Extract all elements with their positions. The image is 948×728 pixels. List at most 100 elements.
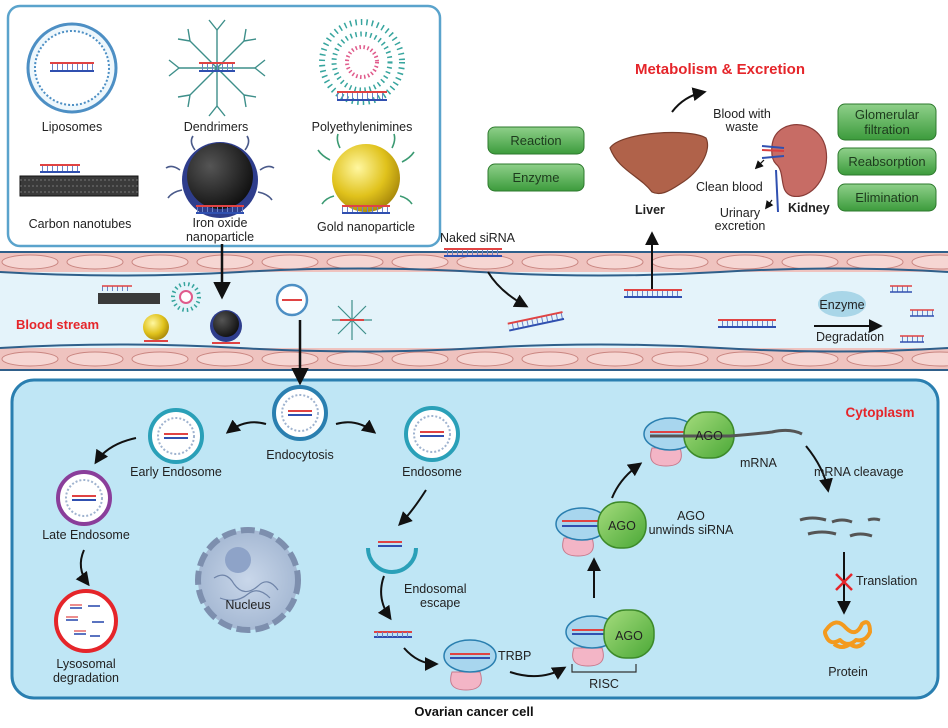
enzyme-blob-icon [818,291,866,317]
gold-in-blood [143,314,169,342]
to-endosome-arrow [335,419,377,434]
sirna-in-blood-1 [507,311,565,332]
to-targeting-arrow [611,462,643,499]
to-early-endosome-arrow [225,419,267,434]
liver-label: Liver [635,203,665,217]
gold-nanoparticle-label: Gold nanoparticle [317,220,415,234]
blood-with-waste-line1: Blood with [713,107,771,121]
carbon-nanotubes-label: Carbon nanotubes [29,217,132,231]
urinary-excretion-line2: excretion [715,219,766,233]
liver-to-kidney-arrow [671,87,707,113]
endocytosis-vesicle [272,385,328,441]
to-trbp-arrow [403,647,439,671]
to-late-endosome-arrow [94,437,137,465]
cleavage-arrow [805,445,833,493]
liposomes-label: Liposomes [42,120,102,134]
endosomal-escape-icon [366,541,418,574]
mrna-fragments-icon [799,516,881,538]
clean-blood-arrow [754,159,765,170]
vessel-wall-top [0,251,948,277]
polyethylenimine-icon [319,19,405,105]
to-lysosome-arrow [75,549,90,587]
late-endosome-icon [56,470,112,526]
escape-line1: Endosomal [404,582,467,596]
ago-unwinds-icon [555,501,647,557]
iron-oxide-label-line1: Iron oxide [193,216,248,230]
dendrimer-in-blood [332,300,372,340]
dendrimer-icon [168,19,266,117]
risc-complex-icon [565,609,655,667]
to-free-sirna-arrow [377,575,392,621]
gold-nanoparticle-icon [317,133,415,214]
elimination-pill: Elimination [837,183,937,212]
dendrimers-label: Dendrimers [184,120,249,134]
vessel-wall-bottom [0,343,948,371]
urinary-excretion-line1: Urinary [720,206,761,220]
carbon-nanotube-icon [19,164,139,197]
translation-blocked-icon [835,573,853,591]
protein-label: Protein [828,665,868,679]
trbp-label: TRBP [498,649,531,663]
liposome-in-blood [275,283,309,317]
polyethylenimines-label: Polyethylenimines [312,120,413,134]
endosome-label: Endosome [402,465,462,479]
glomerular-filtration-pill: Glomerular filtration [837,103,937,141]
naked-sirna-icon [444,248,502,257]
risc-label: RISC [589,677,619,691]
endosome-icon [404,406,460,462]
enzyme-pill-label: Enzyme [513,170,560,185]
target-ago-label: AGO [695,429,723,443]
iron-oxide-nanoparticle-icon [165,135,275,218]
clean-blood-label: Clean blood [696,180,763,194]
elimination-label: Elimination [855,190,919,205]
reabsorption-pill: Reabsorption [837,147,937,176]
lysosomal-line2: degradation [53,671,119,685]
early-endosome-icon [148,408,204,464]
reaction-label: Reaction [510,133,561,148]
mrna-cleavage-label: mRNA cleavage [814,465,904,479]
liver-icon [609,131,709,195]
liposome-icon [26,22,118,114]
pei-in-blood [171,282,201,312]
unwind-ago-label: AGO [608,519,636,533]
naked-sirna-arrow [487,271,529,308]
cytoplasm-label: Cytoplasm [845,405,914,420]
iron-oxide-label-line2: nanoparticle [186,230,254,244]
blood-with-waste-line2: waste [725,120,759,134]
glomerular-line2: filtration [864,122,910,137]
ovarian-cancer-cell-caption: Ovarian cancer cell [414,704,533,719]
iron-oxide-in-blood [210,310,242,344]
enzyme-blood-label: Enzyme [819,298,864,312]
enzyme-pill: Enzyme [487,163,585,192]
degraded-sirna-fragments [890,285,934,343]
nanotube-in-blood [98,285,160,304]
kidney-label: Kidney [788,201,830,215]
risc-bracket [571,664,637,673]
unwind-line1: AGO [677,509,705,523]
risc-ago-label: AGO [615,629,643,643]
translation-label: Translation [856,574,917,588]
naked-sirna-label: Naked siRNA [440,231,516,245]
trbp-complex-icon [443,639,497,691]
urinary-arrow [764,199,774,210]
unwind-line2: unwinds siRNA [649,523,734,537]
free-sirna-icon [374,631,412,638]
degradation-label: Degradation [816,330,884,344]
ago-mrna-targeting-icon [643,411,803,467]
protein-icon [823,620,872,649]
early-endosome-label: Early Endosome [130,465,222,479]
sirna-in-blood-3 [718,319,776,328]
late-endosome-label: Late Endosome [42,528,130,542]
blood-stream-label: Blood stream [16,317,99,332]
endocytosis-label: Endocytosis [266,448,333,462]
metabolism-title: Metabolism & Excretion [635,61,805,78]
nucleus-icon [195,527,301,633]
kidney-icon [761,124,828,213]
escape-line2: escape [420,596,460,610]
reabsorption-label: Reabsorption [848,154,925,169]
to-risc-arrow [509,666,567,680]
sirna-in-blood-2 [624,289,682,298]
lysosomal-line1: Lysosomal [56,657,115,671]
